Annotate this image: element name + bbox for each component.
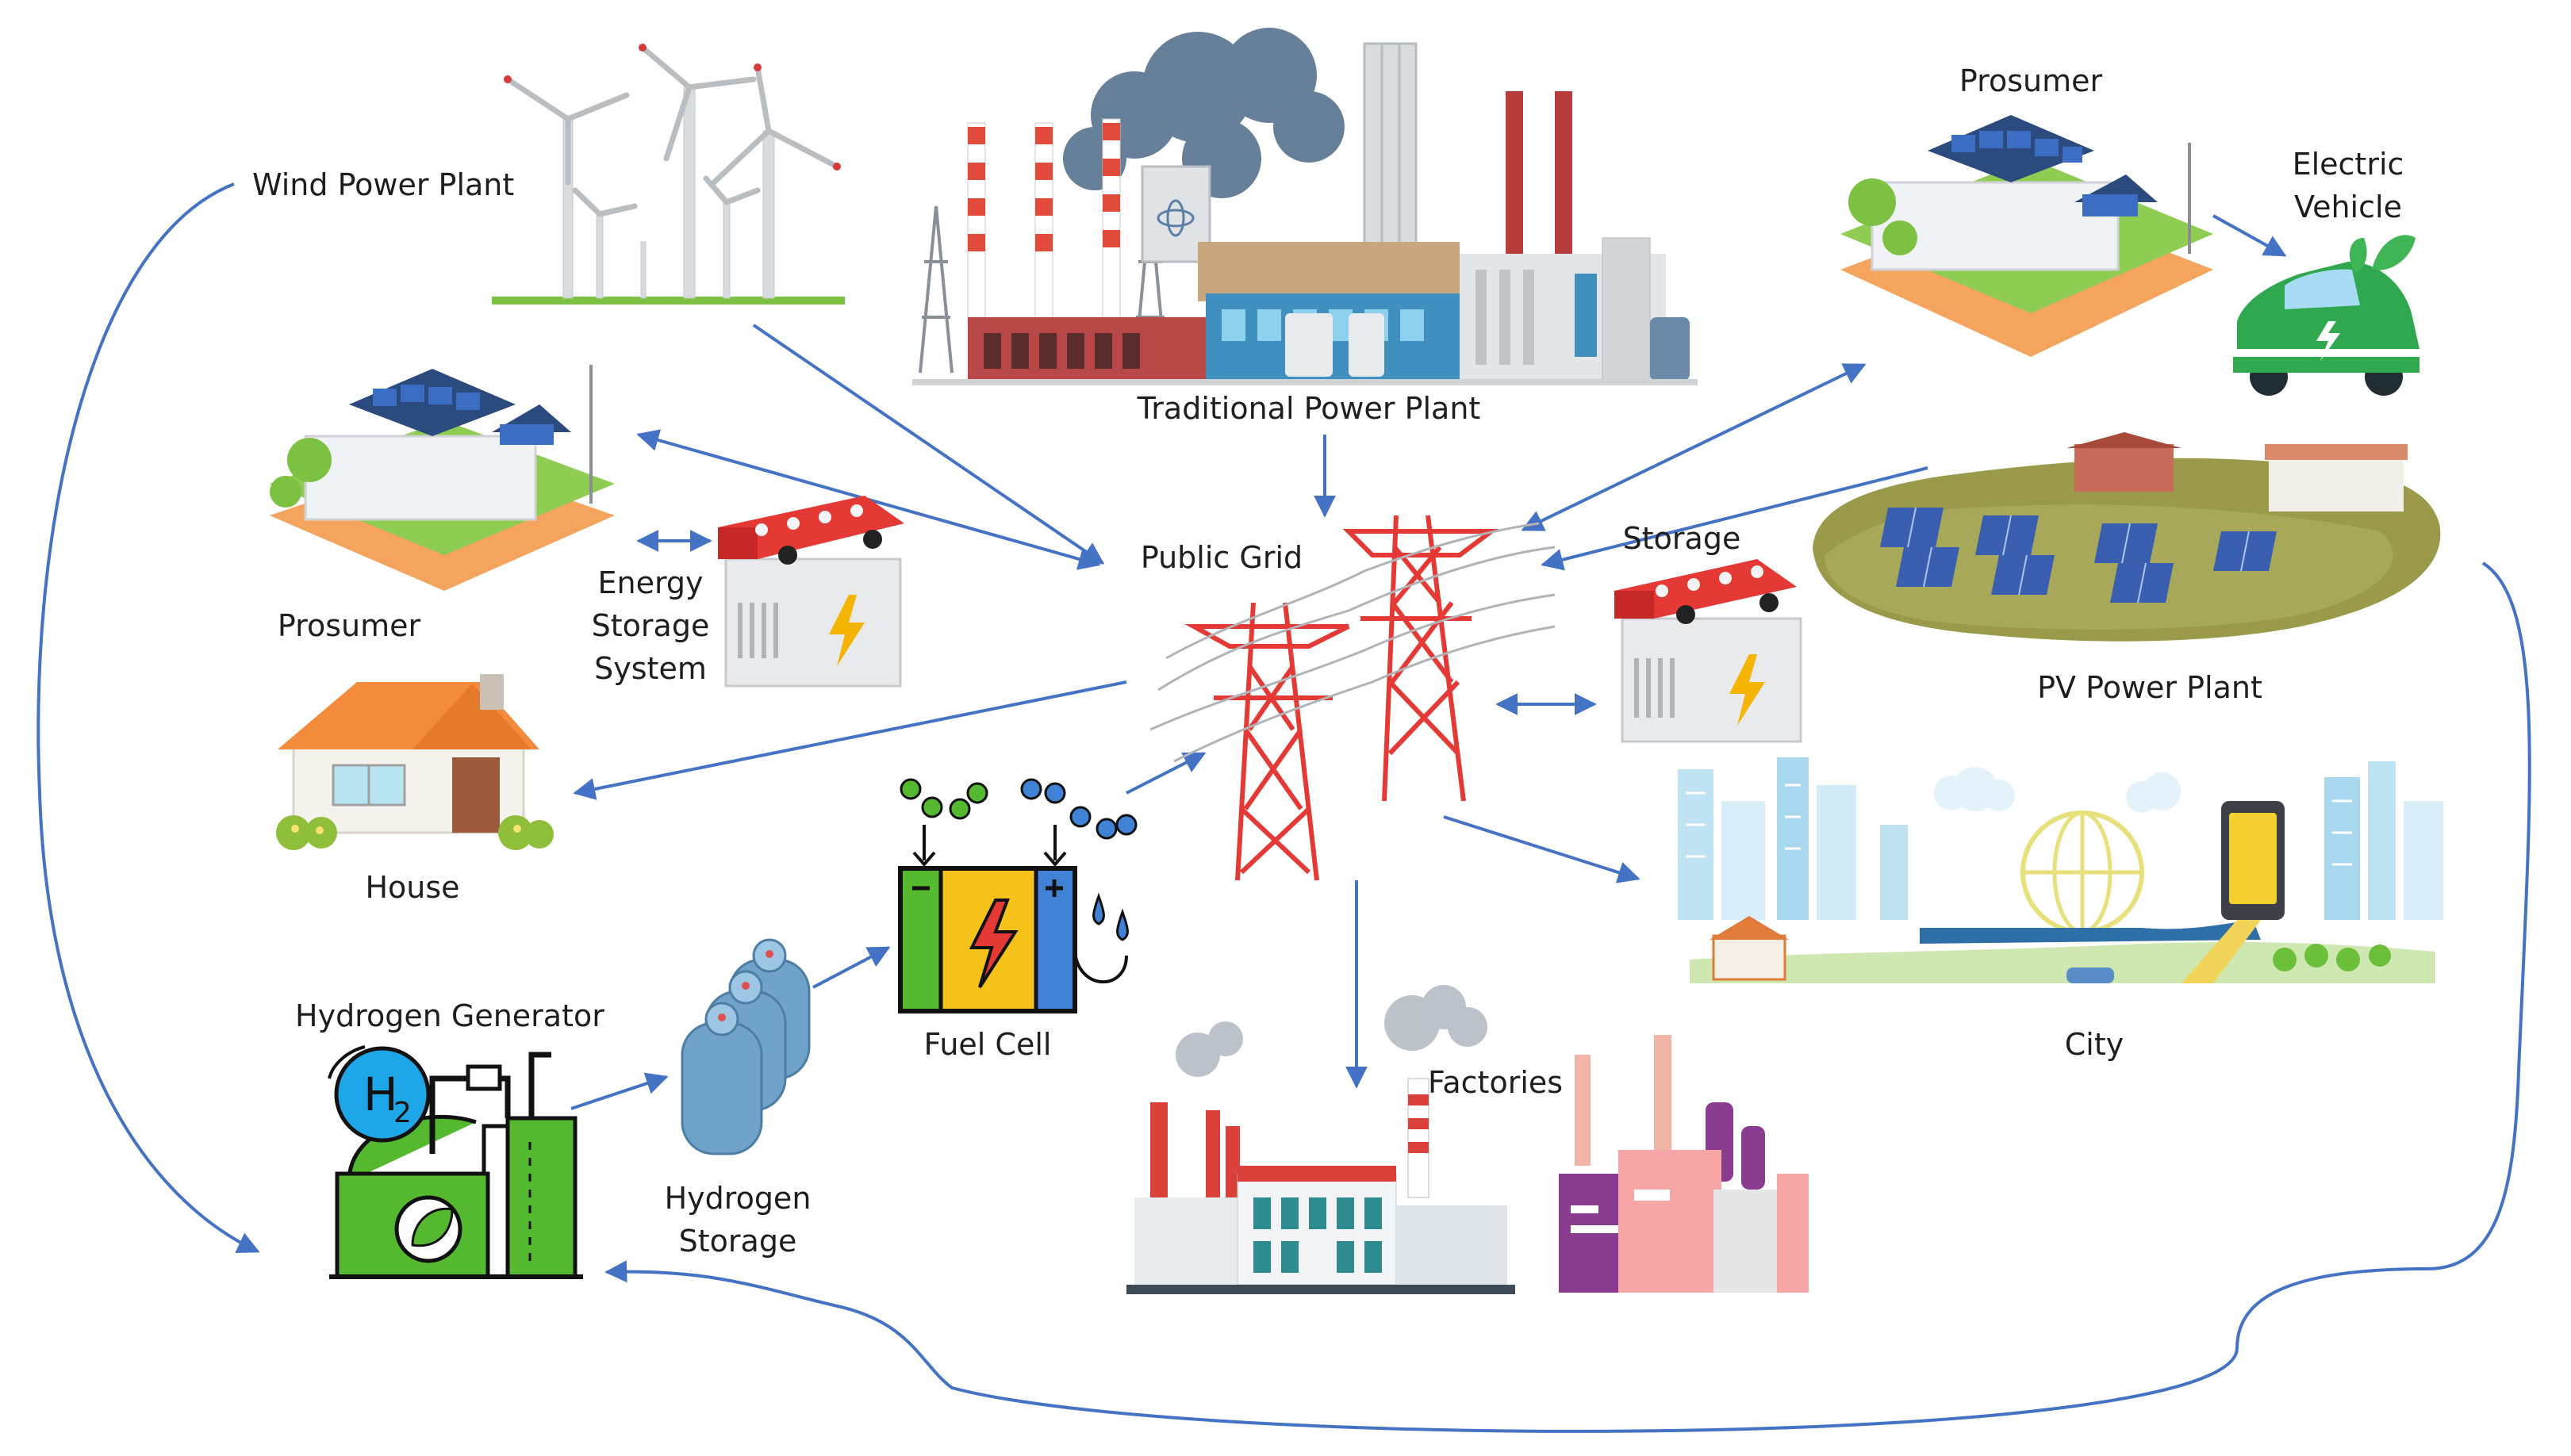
label-prosumer-top: Prosumer: [1959, 63, 2103, 98]
battery-icon: [718, 496, 904, 688]
label-energy-storage-line1: Energy: [597, 565, 704, 600]
label-hydrogen-generator: Hydrogen Generator: [295, 998, 604, 1033]
label-electric-vehicle-line1: Electric: [2292, 147, 2404, 182]
arrow-pv-to-grid: [1541, 466, 1928, 571]
label-factories: Factories: [1428, 1065, 1564, 1100]
arrow-pv-to-generator-curve: [604, 561, 2531, 1433]
arrow-grid-to-city: [1443, 815, 1640, 883]
label-energy-storage-line3: System: [594, 651, 707, 686]
solar-farm-icon: [1813, 432, 2441, 642]
arrow-tanks-to-fuelcell: [812, 946, 891, 989]
solar-house-icon: [270, 365, 615, 591]
factory-icon: [1126, 985, 1809, 1294]
battery-icon: [1614, 559, 1802, 743]
arrow-prosumer-to-ev: [2212, 214, 2287, 257]
label-wind-power-plant: Wind Power Plant: [252, 167, 515, 202]
gas-cylinder-icon: [681, 938, 811, 1155]
label-prosumer-left: Prosumer: [277, 608, 421, 643]
label-fuel-cell: Fuel Cell: [923, 1027, 1052, 1062]
power-plant-icon: [912, 28, 1698, 385]
arrow-wind-to-generator-curve: [36, 182, 260, 1253]
connection-arrows: [36, 182, 2531, 1433]
h2-symbol: H: [363, 1067, 398, 1121]
h2-subscript: 2: [393, 1097, 412, 1129]
arrow-generator-to-tanks: [570, 1072, 669, 1110]
hydrogen-generator-icon: [328, 1045, 583, 1279]
label-pv-power-plant: PV Power Plant: [2037, 670, 2262, 705]
label-city: City: [2064, 1027, 2124, 1062]
city-icon: [1678, 757, 2443, 983]
electric-car-icon: [2233, 235, 2419, 396]
striped-chimneys: [967, 118, 1121, 322]
transmission-tower-icon: [1184, 515, 1498, 881]
house-icon: [276, 674, 554, 850]
arrow-grid-prosumer-top: [1521, 363, 1867, 531]
label-electric-vehicle-line2: Vehicle: [2294, 190, 2402, 224]
arrow-fuelcell-to-grid: [1126, 752, 1207, 795]
wind-turbine-icon: [492, 44, 845, 305]
label-house: House: [365, 870, 460, 905]
fuel-cell-icon: [898, 778, 1138, 1013]
label-public-grid: Public Grid: [1140, 540, 1303, 575]
label-hydrogen-storage-line2: Storage: [678, 1224, 797, 1259]
label-storage: Storage: [1622, 521, 1741, 556]
power-lines: [1149, 522, 1556, 763]
solar-house-icon: [1840, 115, 2213, 357]
label-hydrogen-storage-line1: Hydrogen: [664, 1181, 812, 1216]
label-energy-storage-line2: Storage: [591, 608, 710, 643]
arrow-grid-to-house: [573, 680, 1127, 800]
label-traditional-power-plant: Traditional Power Plant: [1137, 391, 1481, 426]
